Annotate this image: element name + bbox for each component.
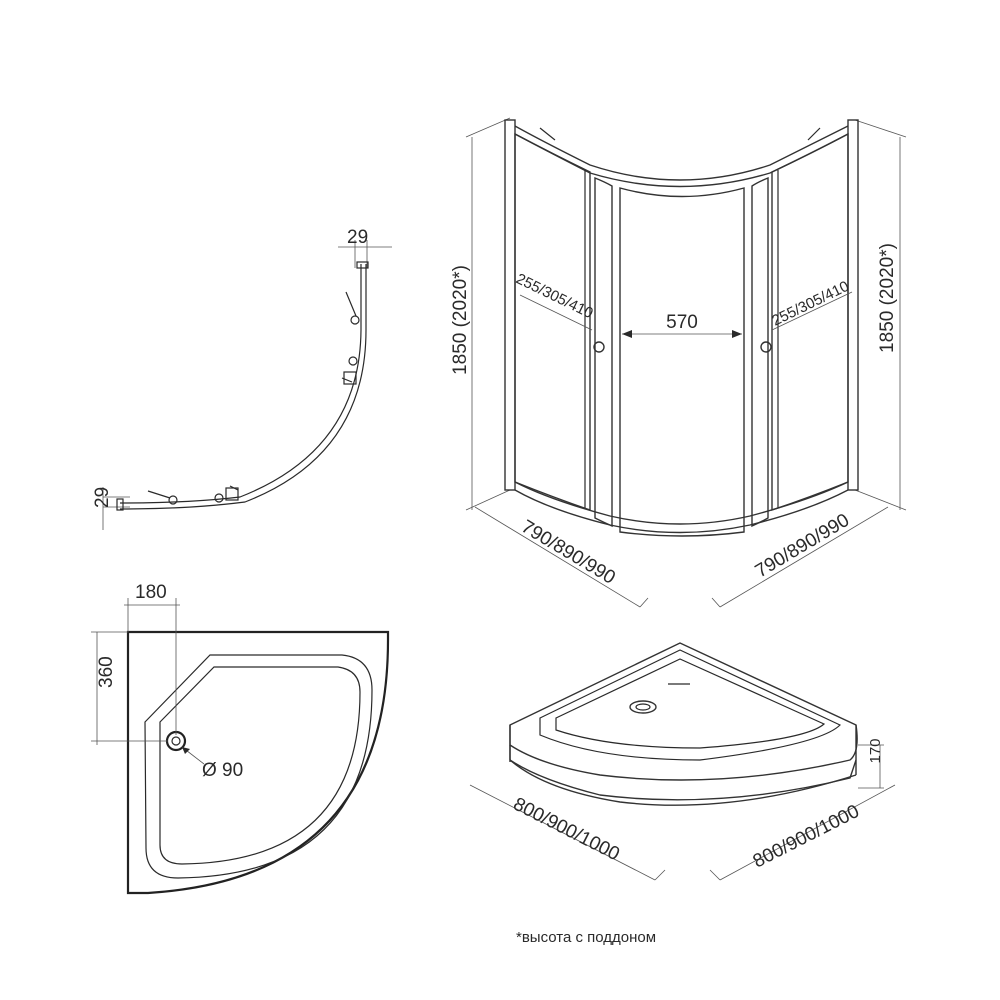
footnote: *высота с поддоном xyxy=(516,929,656,946)
drain-diameter-label: Ø 90 xyxy=(202,760,243,781)
cabin-perspective: 1850 (2020*) 1850 (2020*) xyxy=(450,117,907,608)
top-view-profile: 29 29 xyxy=(92,227,392,530)
door-right-label: 255/305/410 xyxy=(769,278,851,330)
drain-offset-x-label: 180 xyxy=(135,582,167,603)
profile-width-label: 29 xyxy=(347,227,368,248)
center-opening-label: 570 xyxy=(666,312,698,333)
drain-offset-y-label: 360 xyxy=(96,656,117,688)
door-left-label: 255/305/410 xyxy=(513,270,595,322)
height-right-label: 1850 (2020*) xyxy=(877,243,898,353)
profile-depth-label: 29 xyxy=(92,487,113,508)
tray-3d-view: 170 800/900/1000 800/900/1000 xyxy=(469,642,896,881)
tray-height-label: 170 xyxy=(867,738,884,763)
height-left-label: 1850 (2020*) xyxy=(450,265,471,375)
tray-plan-view: 180 360 Ø 90 xyxy=(91,582,390,895)
width-left-label: 790/890/990 xyxy=(517,516,618,588)
tray-width-right-label: 800/900/1000 xyxy=(750,801,863,872)
tray-width-left-label: 800/900/1000 xyxy=(510,794,623,865)
